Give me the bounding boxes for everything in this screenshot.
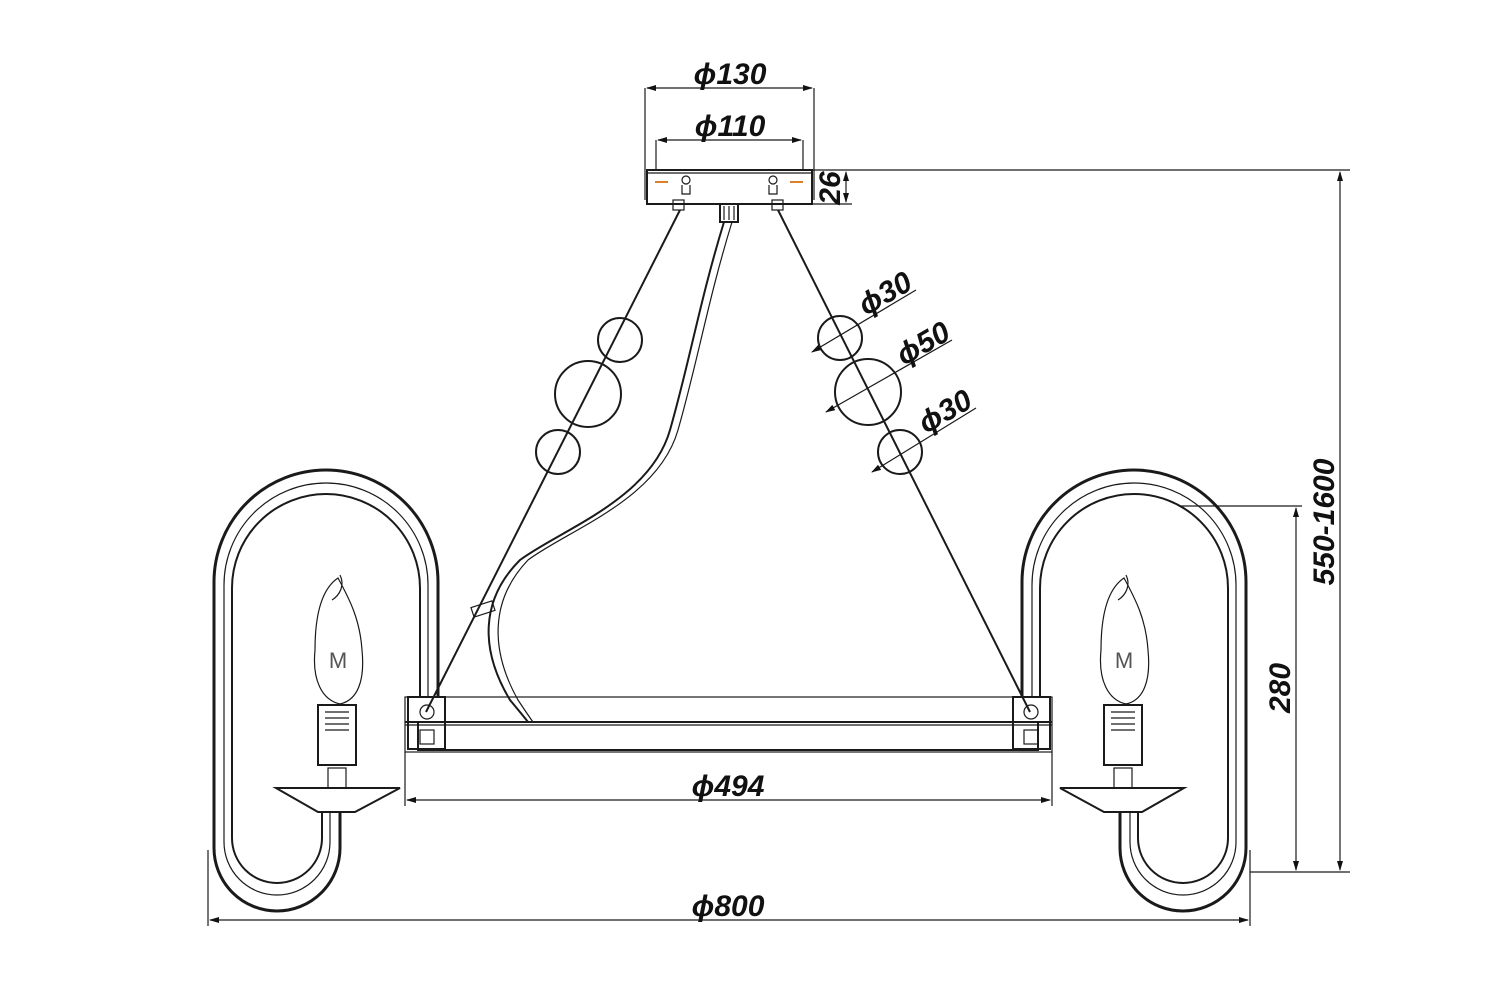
dim-arm-height-label: 280 [1264, 663, 1297, 714]
dim-canopy-inner: ϕ110 [655, 110, 804, 170]
dim-bead-small-top-label: ϕ30 [853, 265, 918, 322]
dim-canopy-height: 26 [812, 169, 1350, 206]
dim-overall-height-label: 550-1600 [1308, 458, 1341, 585]
frame-bar [404, 696, 1053, 753]
right-arm-loop [1020, 468, 1248, 913]
left-bulb-mark: M [329, 648, 347, 673]
right-candle: M [1059, 574, 1188, 813]
dim-canopy-outer-label: ϕ130 [694, 58, 767, 91]
dim-overall-width-label: ϕ800 [692, 890, 765, 923]
dim-canopy-outer: ϕ130 [644, 58, 815, 200]
dim-overall-width: ϕ800 [207, 850, 1251, 926]
dim-bead-small-bottom-label: ϕ30 [913, 383, 978, 440]
dim-frame-width-label: ϕ494 [692, 770, 765, 803]
suspension-cables [425, 209, 1031, 723]
right-bulb-mark: M [1115, 648, 1133, 673]
left-arm-loop [212, 468, 440, 913]
left-candle: M [272, 574, 401, 813]
canopy [646, 169, 813, 223]
dim-canopy-inner-label: ϕ110 [695, 110, 766, 143]
dim-overall-height: 550-1600 [1250, 171, 1350, 873]
dim-canopy-height-label: 26 [814, 171, 847, 206]
dim-bead-large-label: ϕ50 [891, 315, 956, 372]
dim-arm-height: 280 [1180, 505, 1302, 871]
glass-beads-right [817, 315, 923, 475]
dim-frame-width: ϕ494 [404, 752, 1053, 806]
glass-beads-left [535, 317, 643, 475]
